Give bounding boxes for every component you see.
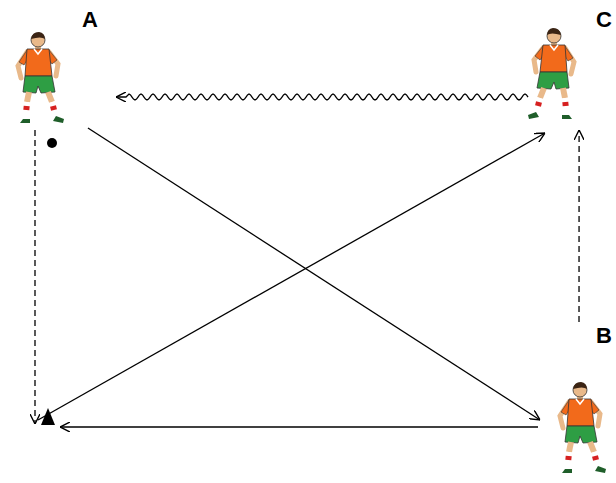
pass-arrow (88, 128, 540, 420)
player-node: B (540, 322, 614, 478)
player-letter: C (596, 8, 612, 32)
player-node: C (528, 6, 614, 130)
dribble-arrow (116, 94, 528, 100)
player-node: A (6, 6, 116, 128)
pass-line (38, 133, 545, 420)
run-line (34, 130, 35, 424)
player-figure (528, 28, 574, 119)
run-arrow (578, 130, 579, 322)
pass-line (60, 426, 538, 427)
player-figure (18, 32, 64, 123)
ball (47, 138, 57, 148)
player-letter: B (596, 324, 612, 348)
player-letter: A (82, 8, 98, 32)
player-figure (560, 382, 606, 473)
